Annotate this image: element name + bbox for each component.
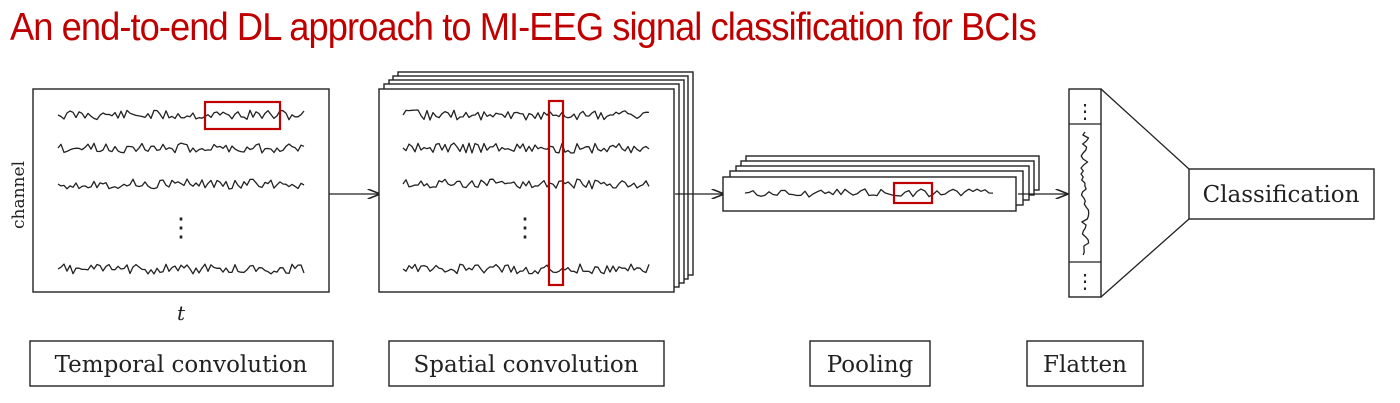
pooling-panel-stack bbox=[722, 155, 1040, 212]
spatial-kernel-highlight bbox=[547, 99, 565, 287]
temporal-panel: ⋮ channel t bbox=[9, 88, 330, 325]
pooling-label: Pooling bbox=[827, 352, 914, 378]
eeg-trace-2 bbox=[402, 142, 650, 154]
classification-box bbox=[1188, 168, 1375, 220]
eeg-trace-2 bbox=[57, 142, 305, 154]
pooled-trace bbox=[744, 188, 994, 198]
temporal-kernel-highlight bbox=[203, 100, 282, 131]
page-title: An end-to-end DL approach to MI-EEG sign… bbox=[10, 6, 1037, 49]
classification-label: Classification bbox=[1203, 182, 1360, 208]
flatten-label-box bbox=[1026, 340, 1144, 387]
feature-map-front bbox=[378, 88, 675, 293]
channel-axis-label: channel bbox=[9, 161, 29, 229]
eeg-trace-3 bbox=[57, 178, 305, 190]
eeg-trace-1 bbox=[57, 109, 305, 121]
flattened-trace bbox=[1080, 131, 1090, 256]
eeg-trace-3 bbox=[402, 178, 650, 190]
time-axis-label: t bbox=[177, 301, 186, 325]
pooled-map-front bbox=[722, 176, 1017, 212]
eeg-trace-last bbox=[57, 263, 305, 275]
spatial-label-box bbox=[388, 340, 665, 387]
vertical-ellipsis-icon: ⋮ bbox=[168, 213, 194, 243]
temporal-convolution-label: Temporal convolution bbox=[55, 352, 308, 378]
pooling-label-box bbox=[809, 340, 931, 387]
vertical-ellipsis-icon: ⋮ bbox=[1075, 99, 1095, 123]
spatial-convolution-label: Spatial convolution bbox=[414, 352, 639, 378]
temporal-label-box bbox=[29, 340, 334, 387]
eeg-trace-last bbox=[402, 263, 650, 275]
spatial-panel-stack: ⋮ bbox=[378, 71, 694, 293]
temporal-panel-frame bbox=[32, 88, 330, 293]
fully-connected-funnel bbox=[1100, 88, 1190, 298]
flatten-label: Flatten bbox=[1043, 352, 1127, 378]
pooling-window-highlight bbox=[892, 181, 934, 205]
eeg-trace-1 bbox=[402, 109, 650, 121]
vertical-ellipsis-icon: ⋮ bbox=[512, 213, 538, 243]
vertical-ellipsis-icon: ⋮ bbox=[1075, 269, 1095, 293]
flatten-column: ⋮ ⋮ bbox=[1068, 88, 1102, 298]
